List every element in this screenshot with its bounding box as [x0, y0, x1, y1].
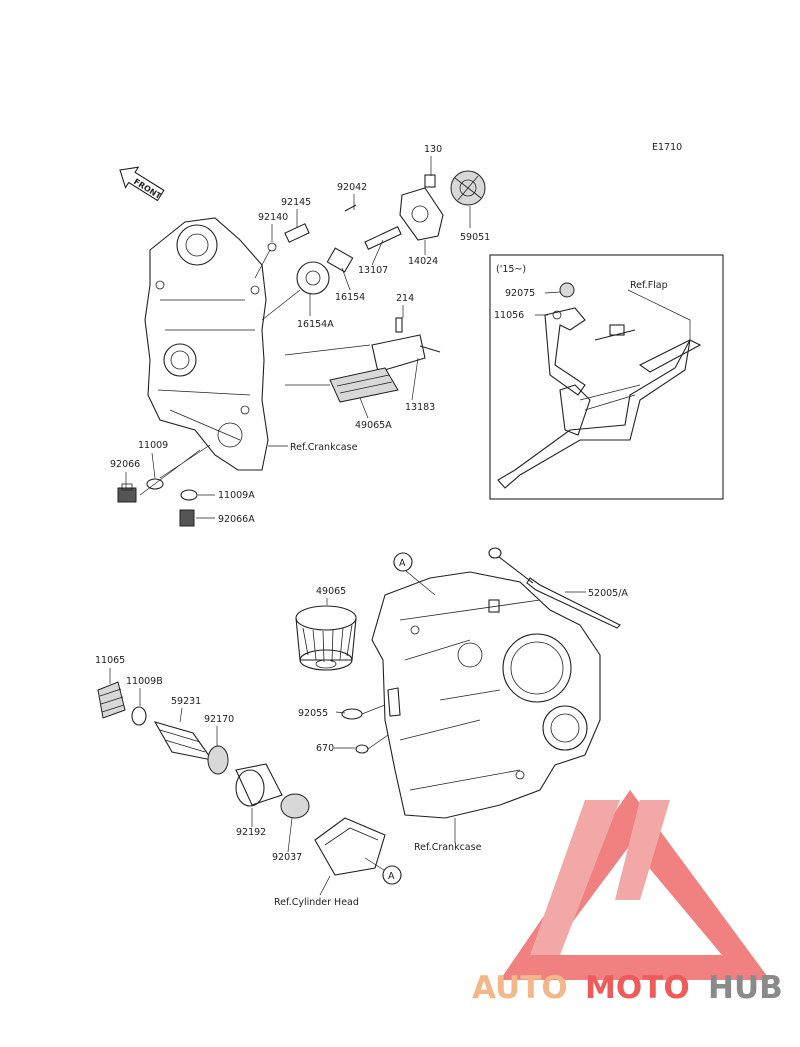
part-92192: 92192	[236, 827, 266, 838]
front-arrow-icon: FRONT	[119, 166, 165, 202]
inset-year: ('15~)	[496, 264, 526, 275]
upper-crankcase-drawing	[144, 217, 269, 471]
ref-crankcase-top: Ref.Crankcase	[290, 442, 358, 453]
oil-pump-drawing	[254, 170, 486, 403]
part-16154A: 16154A	[297, 319, 334, 330]
callout-a-top: A	[393, 552, 436, 596]
diagram-code: E1710	[652, 142, 682, 153]
drain-plug-drawing	[117, 444, 211, 527]
ref-crankcase-bottom: Ref.Crankcase	[414, 842, 482, 853]
part-52005a: 52005/A	[588, 588, 628, 599]
part-14024: 14024	[408, 256, 438, 267]
svg-text:A: A	[399, 558, 406, 569]
watermark-logo	[500, 790, 770, 980]
watermark-text-moto: MOTO	[585, 970, 690, 1006]
watermark-text-auto: AUTO	[472, 970, 568, 1006]
part-92075: 92075	[505, 288, 535, 299]
part-59231: 59231	[171, 696, 201, 707]
dipstick-drawing	[488, 547, 621, 629]
part-13107: 13107	[358, 265, 388, 276]
ref-cylinder-head: Ref.Cylinder Head	[274, 897, 359, 908]
part-92042: 92042	[337, 182, 367, 193]
part-92055: 92055	[298, 708, 328, 719]
part-92037: 92037	[272, 852, 302, 863]
callout-a-bottom: A	[364, 857, 402, 885]
oil-filter-drawing	[295, 605, 357, 671]
part-16154: 16154	[335, 292, 365, 303]
part-670: 670	[316, 743, 334, 754]
part-92145: 92145	[281, 197, 311, 208]
part-92066A: 92066A	[218, 514, 255, 525]
lower-crankcase-drawing	[371, 571, 601, 819]
part-11065: 11065	[95, 655, 125, 666]
part-11009A: 11009A	[218, 490, 255, 501]
part-92066: 92066	[110, 459, 140, 470]
part-49065A: 49065A	[355, 420, 392, 431]
inset-frame	[489, 254, 724, 500]
part-92140: 92140	[258, 212, 288, 223]
watermark-text-hub: HUB	[708, 970, 783, 1006]
part-92170: 92170	[204, 714, 234, 725]
part-49065: 49065	[316, 586, 346, 597]
logo-m-left	[530, 800, 620, 955]
part-13183: 13183	[405, 402, 435, 413]
ref-flap: Ref.Flap	[630, 280, 668, 291]
leader-lines	[109, 156, 586, 896]
part-11009b: 11009B	[126, 676, 163, 687]
svg-text:A: A	[388, 871, 395, 882]
part-214: 214	[396, 293, 414, 304]
part-11009: 11009	[138, 440, 168, 451]
part-130: 130	[424, 144, 442, 155]
o-rings-drawing	[341, 704, 389, 754]
part-11056: 11056	[494, 310, 524, 321]
oil-pipe-assembly-drawing	[97, 681, 386, 876]
part-59051: 59051	[460, 232, 490, 243]
logo-m-right	[615, 800, 670, 900]
inset-bracket-drawing	[497, 282, 702, 489]
